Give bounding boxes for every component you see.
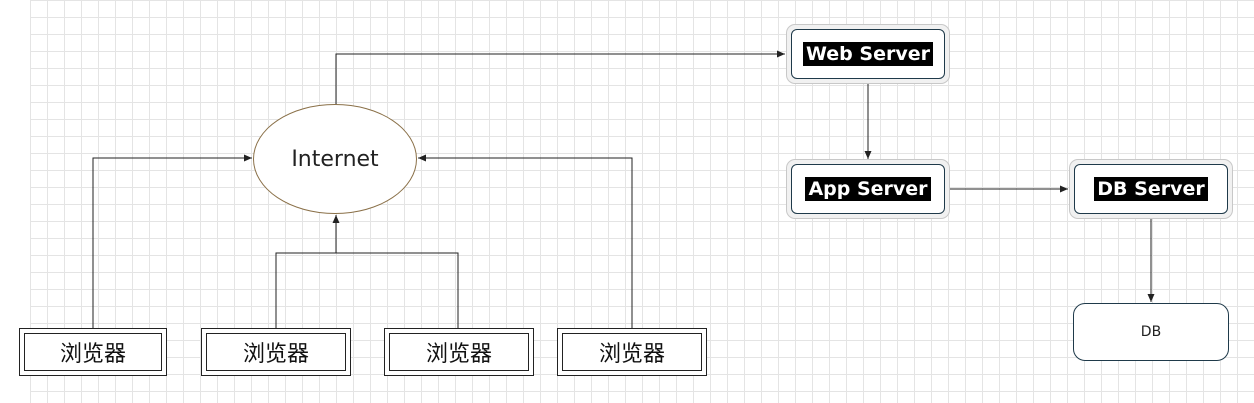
browser-node-4: 浏览器 [557,328,707,376]
app-server-node: App Server [786,159,950,219]
database-node: DB [1073,303,1229,361]
browser-node-1: 浏览器 [19,328,167,376]
browser-label: 浏览器 [24,333,162,371]
internet-label: Internet [291,146,379,172]
browser-label: 浏览器 [389,333,529,371]
browser-label: 浏览器 [206,333,346,371]
web-server-label: Web Server [803,42,933,66]
browser-label: 浏览器 [562,333,702,371]
edge-internet-web [335,50,785,104]
edge-browser2-junction [275,252,336,328]
db-server-label: DB Server [1094,177,1208,201]
database-label: DB [1140,324,1162,340]
browser-node-3: 浏览器 [384,328,534,376]
internet-node: Internet [253,104,417,214]
edge-browser3-junction [336,252,459,328]
edge-browser4-internet [418,154,633,328]
db-server-node: DB Server [1069,159,1233,219]
app-server-label: App Server [805,177,931,201]
web-server-node: Web Server [786,24,950,84]
browser-node-2: 浏览器 [201,328,351,376]
edge-browser1-internet [92,154,252,328]
